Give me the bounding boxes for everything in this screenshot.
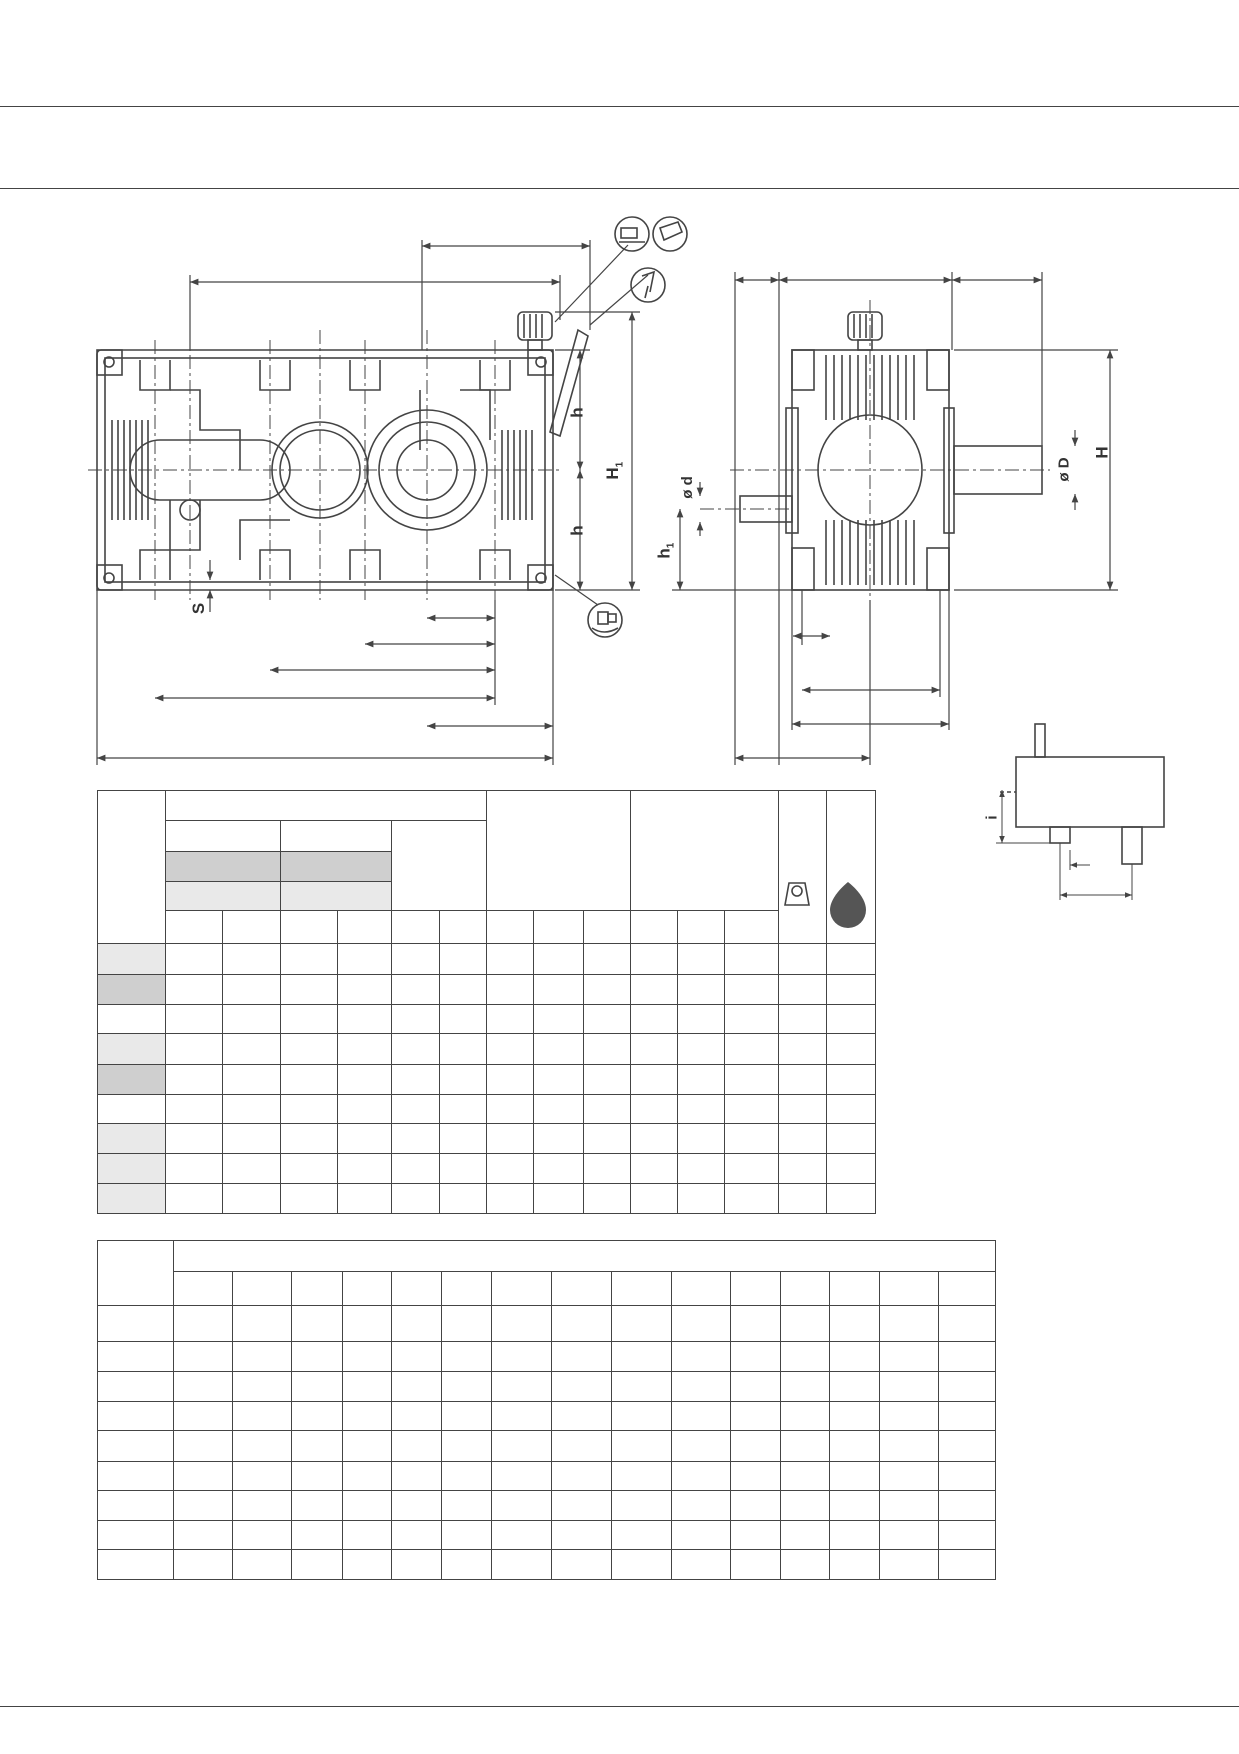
label-d: ø d bbox=[678, 476, 696, 499]
table-row bbox=[97, 1371, 997, 1402]
label-H: H bbox=[1092, 446, 1112, 459]
table-row bbox=[97, 789, 876, 945]
table-row bbox=[98, 910, 876, 945]
table-row bbox=[97, 1519, 997, 1551]
top-rule-1 bbox=[0, 106, 1239, 107]
table-row bbox=[97, 1153, 876, 1184]
table-row bbox=[97, 1340, 997, 1373]
table-row bbox=[97, 1003, 876, 1035]
table-row bbox=[97, 1305, 997, 1342]
table-row bbox=[97, 1239, 997, 1307]
label-H1: H1 bbox=[603, 461, 626, 480]
bottom-rule bbox=[0, 1706, 1239, 1707]
breather-icon bbox=[630, 267, 666, 303]
front-view-fins-right bbox=[501, 430, 533, 520]
table-row bbox=[97, 1549, 997, 1580]
side-view-housing bbox=[739, 311, 1043, 591]
table-row bbox=[97, 1400, 997, 1432]
ratios-table bbox=[97, 1239, 997, 1580]
label-s: S bbox=[189, 602, 209, 615]
side-view-fins bbox=[825, 355, 915, 585]
table-row bbox=[97, 1460, 997, 1492]
drain-plug-icon bbox=[587, 602, 623, 638]
table-row bbox=[97, 1490, 997, 1521]
table-row bbox=[97, 1093, 876, 1125]
front-view-breather bbox=[517, 311, 589, 438]
table-row bbox=[97, 973, 876, 1005]
table-row bbox=[98, 850, 876, 882]
table-row bbox=[97, 1430, 997, 1462]
detail-sketch bbox=[996, 723, 1165, 900]
table-row bbox=[97, 1182, 876, 1215]
dimensions-table bbox=[97, 789, 876, 1215]
level-window-icon bbox=[614, 216, 650, 252]
label-h-lower: h bbox=[567, 525, 587, 536]
oil-fill-icon bbox=[652, 216, 688, 252]
table-row bbox=[97, 1123, 876, 1155]
table-row bbox=[98, 1270, 997, 1307]
label-h-upper: h bbox=[567, 407, 587, 418]
top-rule-2 bbox=[0, 188, 1239, 189]
table-row bbox=[97, 1063, 876, 1095]
table-row bbox=[98, 880, 876, 912]
label-h1: h1 bbox=[654, 542, 677, 559]
label-D: ø D bbox=[1055, 457, 1073, 482]
table-row bbox=[97, 943, 876, 975]
table-row bbox=[97, 1033, 876, 1065]
label-i: i bbox=[983, 815, 1001, 820]
